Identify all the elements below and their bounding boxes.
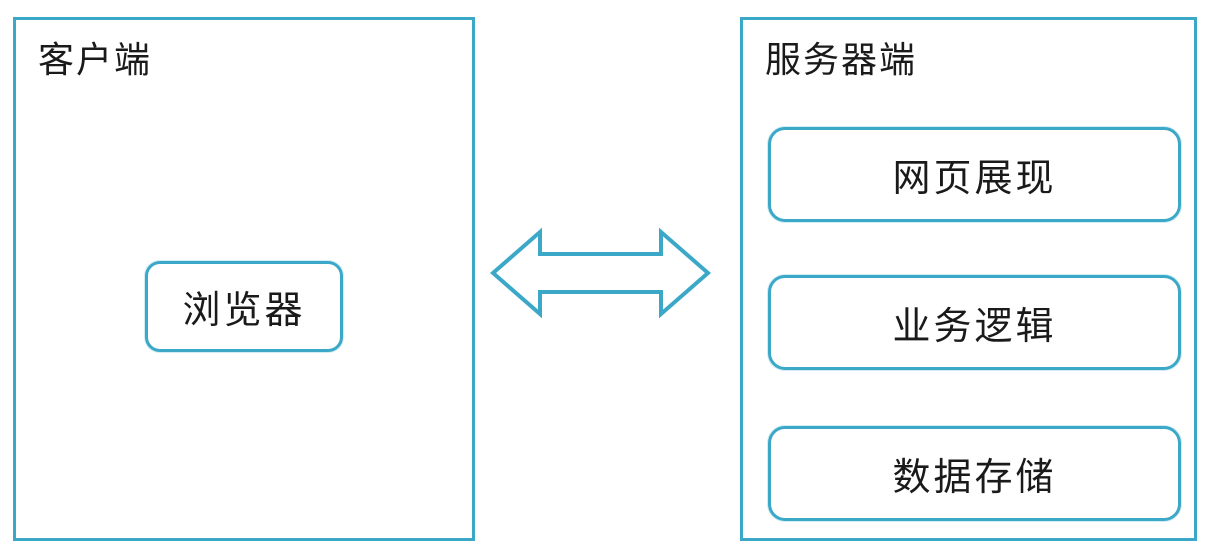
data-storage-node: 数据存储 bbox=[768, 426, 1181, 521]
business-logic-node: 业务逻辑 bbox=[768, 275, 1181, 370]
web-presentation-node-label: 网页展现 bbox=[892, 158, 1057, 200]
server-container-box: 服务器端 网页展现 业务逻辑 数据存储 bbox=[740, 17, 1197, 541]
bidirectional-arrow-icon bbox=[490, 227, 711, 319]
business-logic-node-label: 业务逻辑 bbox=[892, 306, 1057, 348]
web-presentation-node: 网页展现 bbox=[768, 127, 1181, 222]
server-box-title: 服务器端 bbox=[765, 40, 918, 80]
browser-node: 浏览器 bbox=[145, 261, 343, 352]
client-container-box: 客户端 浏览器 bbox=[13, 17, 475, 541]
data-storage-node-label: 数据存储 bbox=[892, 457, 1057, 499]
browser-node-label: 浏览器 bbox=[182, 290, 306, 332]
client-box-title: 客户端 bbox=[38, 40, 153, 80]
